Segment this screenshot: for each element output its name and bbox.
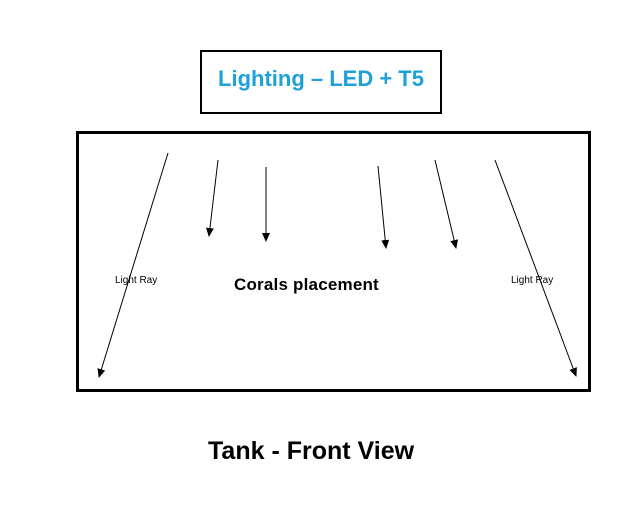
- lighting-title: Lighting – LED + T5: [218, 66, 424, 91]
- tank-caption: Tank - Front View: [208, 437, 415, 465]
- light-ray-arrow: [377, 165, 390, 249]
- light-ray-arrow: [494, 159, 577, 377]
- light-ray-arrow: [434, 159, 459, 249]
- corals-placement-label: Corals placement: [234, 275, 379, 294]
- light-ray-arrow: [97, 152, 169, 378]
- lighting-box: Lighting – LED + T5: [200, 50, 442, 114]
- light-ray-label-left: Light Ray: [115, 275, 158, 286]
- tank-box: [76, 131, 591, 392]
- light-ray-label-right: Light Ray: [511, 275, 554, 286]
- light-ray-arrow: [205, 159, 219, 237]
